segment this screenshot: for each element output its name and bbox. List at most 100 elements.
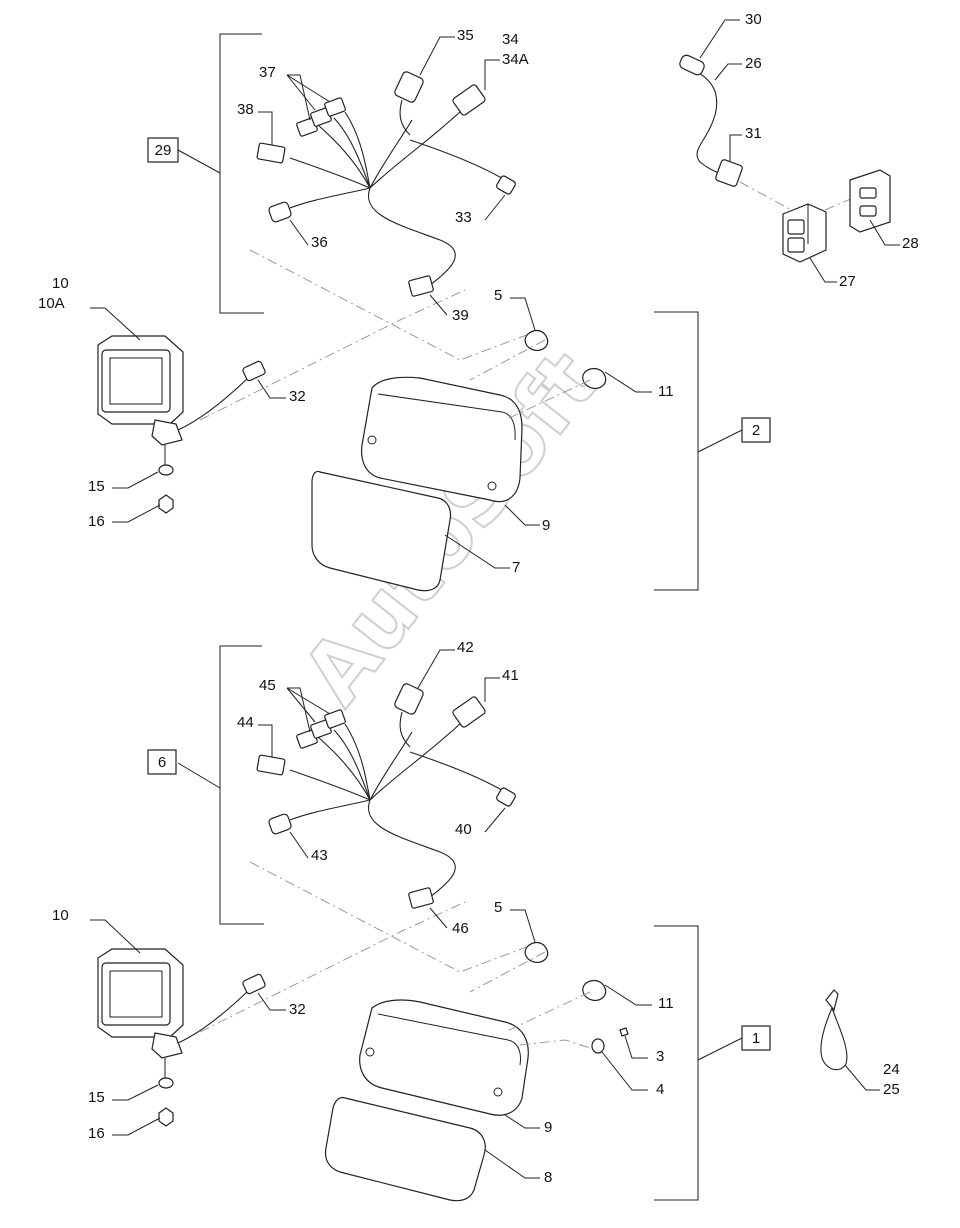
- bracket-group-2: [654, 311, 699, 591]
- connector-37c: [324, 97, 346, 117]
- callout-45: 45: [259, 677, 276, 694]
- washer-4: [591, 1038, 605, 1054]
- connector-41: [452, 696, 486, 728]
- lamp-housing-9-top: [360, 376, 523, 503]
- connector-30: [679, 54, 705, 76]
- callout-39: 39: [452, 307, 469, 324]
- leader-2: [697, 429, 743, 453]
- connector-38: [256, 142, 286, 164]
- callout-10-top: 10: [52, 275, 69, 292]
- axis-lamp-top: [199, 289, 466, 421]
- wiring-harness-bottom: [289, 711, 506, 898]
- bracket-group-6: [219, 645, 264, 925]
- box-29: [147, 137, 179, 163]
- callout-11-top: 11: [658, 383, 674, 400]
- rocker-switch-27: [782, 203, 827, 263]
- bulb-11-top: [582, 367, 607, 389]
- callout-10-bottom: 10: [52, 907, 69, 924]
- callout-4: 4: [656, 1081, 664, 1098]
- connector-34: [452, 84, 486, 116]
- connector-42: [394, 683, 424, 715]
- screw-3: [619, 1027, 629, 1037]
- switch-harness: [679, 54, 743, 187]
- callout-38: 38: [237, 101, 254, 118]
- box-1: [741, 1025, 771, 1051]
- callout-33: 33: [455, 209, 472, 226]
- callout-11-bottom: 11: [658, 995, 674, 1012]
- callout-32-top: 32: [289, 388, 306, 405]
- connector-32-bottom: [242, 973, 266, 995]
- axis-bracket: [824, 194, 861, 211]
- connector-46: [408, 887, 434, 909]
- callout-35: 35: [457, 27, 474, 44]
- leader-lines: [90, 19, 900, 1179]
- connector-35: [394, 71, 424, 103]
- axis-harness-bottom: [249, 861, 541, 973]
- callout-34: 34: [502, 31, 519, 48]
- axis-washer-4: [519, 1039, 591, 1049]
- callout-37: 37: [259, 64, 276, 81]
- callout-28: 28: [902, 235, 919, 252]
- callout-42: 42: [457, 639, 474, 656]
- callout-36: 36: [311, 234, 328, 251]
- group-label-1: 1: [752, 1030, 760, 1047]
- callout-5-bottom: 5: [494, 899, 502, 916]
- axis-bulb11-bottom: [504, 991, 591, 1033]
- callout-5-top: 5: [494, 287, 502, 304]
- connector-31: [715, 159, 743, 187]
- leader-1: [697, 1037, 743, 1061]
- connector-36: [268, 201, 292, 223]
- callout-32-bottom: 32: [289, 1001, 306, 1018]
- callout-8: 8: [544, 1169, 552, 1186]
- callout-25: 25: [883, 1081, 900, 1098]
- switch-bracket-28: [849, 169, 891, 233]
- box-2: [741, 417, 771, 443]
- axis-bulb11-top: [504, 379, 591, 421]
- axis-bulb5-top: [469, 339, 546, 381]
- axis-harness-top: [249, 249, 541, 361]
- axis-bulb5-bottom: [469, 951, 546, 993]
- callout-27: 27: [839, 273, 856, 290]
- washer-15-top: [158, 464, 174, 476]
- callout-31: 31: [745, 125, 762, 142]
- callout-3: 3: [656, 1048, 664, 1065]
- connector-44: [256, 754, 286, 776]
- box-6: [147, 749, 177, 775]
- lens-8: [324, 1096, 486, 1202]
- group-label-29: 29: [155, 142, 172, 159]
- connector-43: [268, 813, 292, 835]
- work-lamp-10: [97, 335, 266, 514]
- bulb-5-bottom: [524, 941, 549, 963]
- lamp-housing-9-bottom: [359, 999, 529, 1116]
- callout-26: 26: [745, 55, 762, 72]
- bracket-group-29: [219, 33, 264, 314]
- callout-44: 44: [237, 714, 254, 731]
- axis-switch: [739, 181, 796, 213]
- wiring-harness-top: [289, 99, 506, 286]
- work-lamp-10-bottom: [97, 948, 266, 1127]
- lens-7: [311, 470, 452, 592]
- cable-tie-24: [820, 989, 848, 1071]
- group-label-6: 6: [158, 754, 166, 771]
- callout-15-bottom: 15: [88, 1089, 105, 1106]
- connector-45c: [324, 709, 346, 729]
- bracket-group-1: [654, 925, 699, 1201]
- nut-16-bottom: [158, 1107, 174, 1127]
- callout-24: 24: [883, 1061, 900, 1078]
- callout-46: 46: [452, 920, 469, 937]
- leader-6: [177, 762, 221, 789]
- connector-40: [496, 787, 516, 807]
- washer-15-bottom: [158, 1077, 174, 1089]
- callout-9-bottom: 9: [544, 1119, 552, 1136]
- bulb-5-top: [524, 329, 549, 351]
- callout-16-bottom: 16: [88, 1125, 105, 1142]
- bulb-11-bottom: [582, 979, 607, 1001]
- callout-30: 30: [745, 11, 762, 28]
- axis-lamp-bottom: [199, 901, 466, 1033]
- callout-40: 40: [455, 821, 472, 838]
- callout-9-top: 9: [542, 517, 550, 534]
- callout-10A: 10A: [38, 295, 65, 312]
- callout-15-top: 15: [88, 478, 105, 495]
